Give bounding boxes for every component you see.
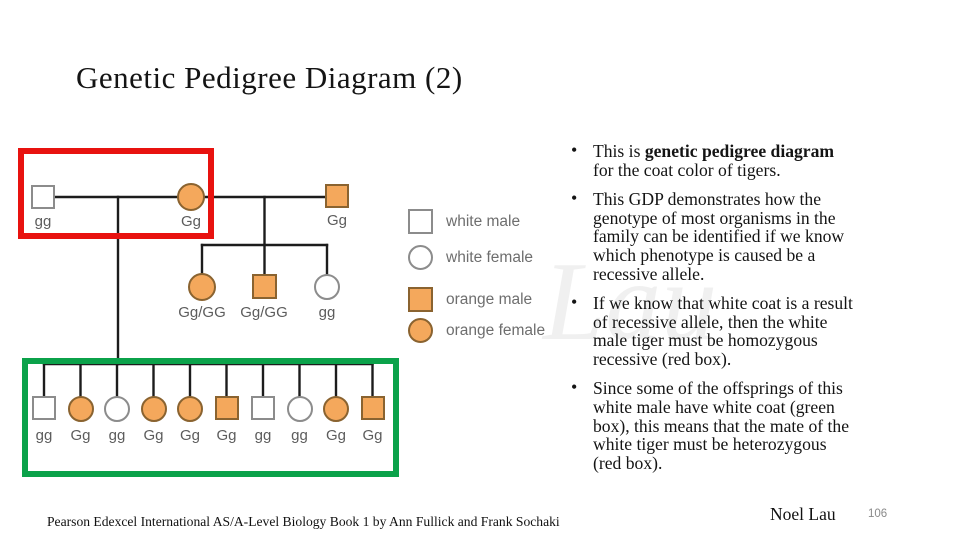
bullet-1-pre: This is [593,141,645,161]
bullet-item-4: Since some of the offsprings of this whi… [568,378,926,474]
legend-item-orange-female: orange female [408,318,545,343]
gen3-genotype-8: gg [291,427,308,444]
gen1-genotype-2: Gg [180,213,201,230]
gen3-child-4-symbol [140,396,167,422]
gen3-genotype-4: Gg [143,427,164,444]
bullet-list: This is genetic pedigree diagram for the… [568,141,926,483]
author-name: Noel Lau [770,504,836,524]
bullet-1-bold: genetic pedigree diagram [644,141,835,161]
bullet-item-1: This is genetic pedigree diagram for the… [568,141,926,180]
bullet-2-text: This GDP demonstrates how the genotype o… [593,188,845,284]
bullet-item-3: If we know that white coat is a result o… [568,292,926,370]
gen3-genotype-1: gg [35,427,53,444]
gen3-genotype-5: Gg [179,427,200,444]
gen3-genotype-7: gg [254,427,272,444]
gen3-child-6-symbol [214,396,239,420]
gen3-genotype-10: Gg [362,427,383,444]
gen3-child-10-symbol [360,396,385,420]
gen3-genotype-6: Gg [216,427,237,444]
bullet-3-text: If we know that white coat is a result o… [593,292,853,370]
gen3-child-2-symbol [67,396,94,422]
gen2-genotype-1: Gg/GG [178,304,226,321]
gen3-genotype-2: Gg [70,427,91,444]
legend-item-white-female: white female [408,245,533,270]
gen2-genotype-3: gg [318,304,336,321]
gen1-genotype-3: Gg [326,212,347,229]
bullet-4-text: Since some of the offsprings of this whi… [593,378,850,474]
legend-label: white female [446,248,534,266]
gen3-child-7-symbol [251,396,275,420]
gen3-child-1-symbol [32,396,56,420]
bullet-item-2: This GDP demonstrates how the genotype o… [568,188,926,284]
gen2-white-female-symbol [314,274,340,300]
legend-label: orange female [446,321,546,339]
gen1-white-male-symbol [31,185,55,209]
bullet-1-post: for the coat color of tigers. [593,159,781,180]
page-number: 106 [868,508,888,520]
gen3-child-5-symbol [177,396,203,422]
gen2-orange-female-symbol [188,273,216,301]
white-female-circle-icon [408,245,433,270]
gen3-child-3-symbol [104,396,130,422]
gen1-genotype-1: gg [34,213,52,230]
legend-item-white-male: white male [408,209,520,234]
legend-label: orange male [446,290,533,308]
white-male-square-icon [408,209,433,234]
red-highlight-box [18,148,214,239]
gen1-orange-male-symbol [325,184,349,208]
gen2-orange-male-symbol [252,274,277,299]
legend-item-orange-male: orange male [408,287,532,312]
green-highlight-box [22,358,399,477]
gen1-orange-female-symbol [177,183,205,211]
gen3-genotype-9: Gg [325,427,346,444]
orange-male-square-icon [408,287,433,312]
orange-female-circle-icon [408,318,433,343]
legend-label: white male [446,212,521,230]
citation-text: Pearson Edexcel International AS/A-Level… [47,514,560,529]
gen3-child-9-symbol [323,396,349,422]
gen3-genotype-3: gg [108,427,126,444]
gen2-genotype-2: Gg/GG [240,304,288,321]
page-title: Genetic Pedigree Diagram (2) [76,60,463,95]
gen3-child-8-symbol [286,396,313,422]
